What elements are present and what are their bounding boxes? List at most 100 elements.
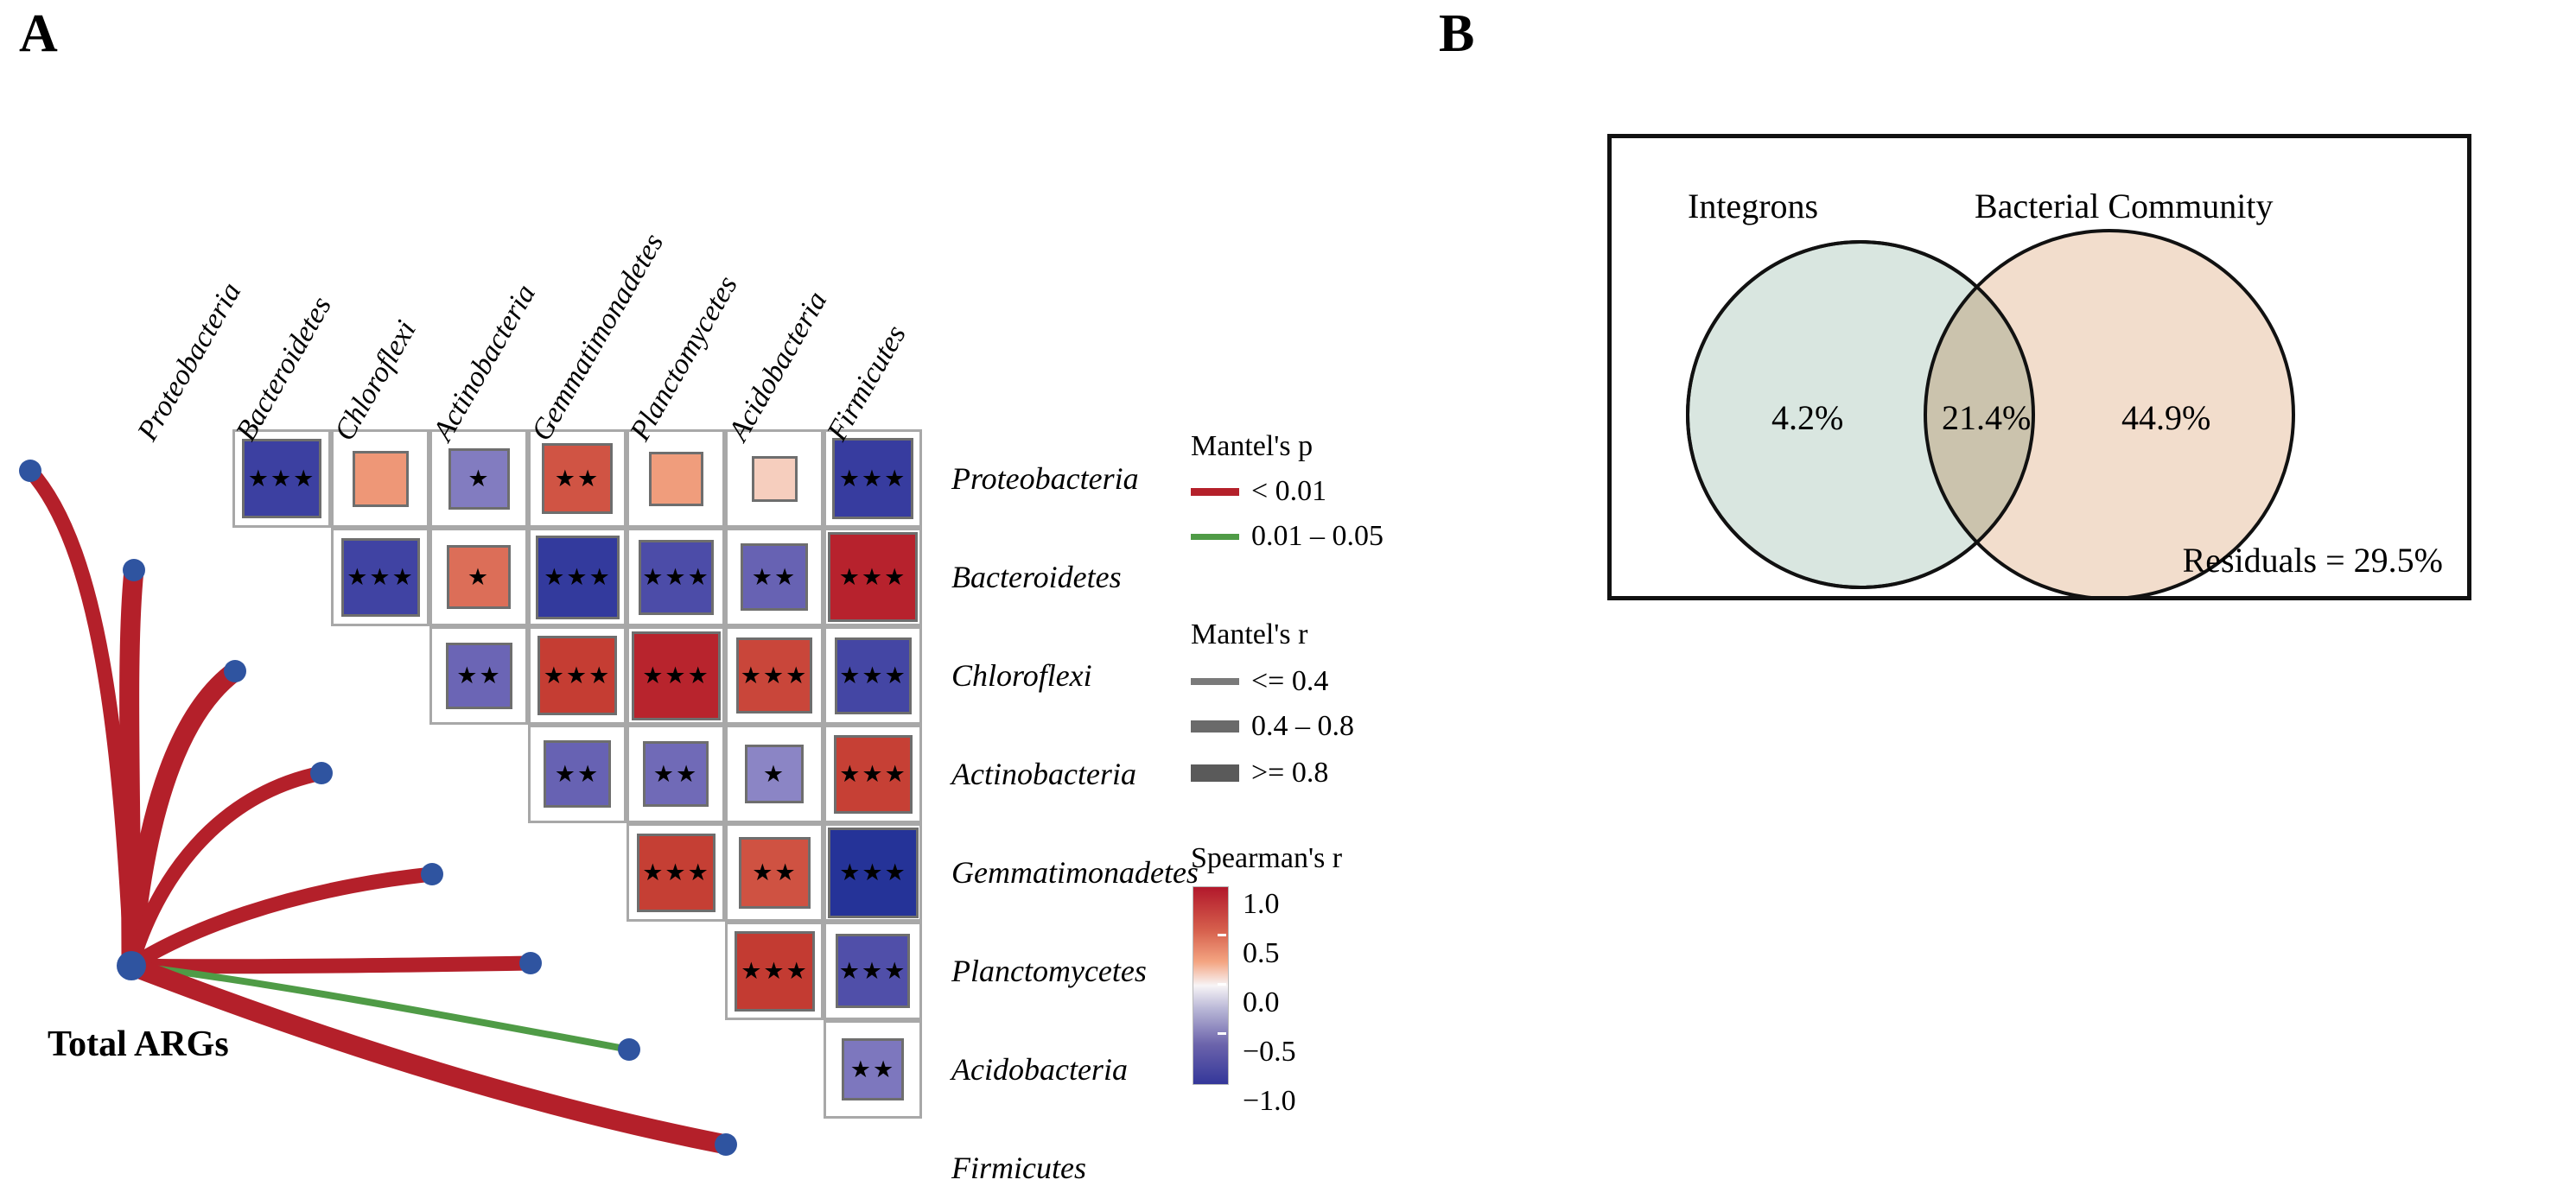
mantel-node-actinobacteria	[310, 762, 333, 784]
matrix-column-label: Proteobacteria	[131, 276, 248, 447]
mantel-node-planctomycetes	[519, 952, 542, 974]
matrix-cell-square: ★★★	[834, 735, 913, 814]
mantel-node-gemmatimonadetes	[421, 863, 443, 885]
colorbar-tick-mark-neg0.5	[1218, 1032, 1226, 1035]
significance-stars: ★★★	[544, 564, 612, 591]
matrix-cell: ★★	[627, 725, 725, 823]
matrix-row-label: Firmicutes	[951, 1151, 1086, 1185]
legend-mantel-r-label-2: >= 0.8	[1251, 757, 1329, 789]
matrix-cell-square: ★★	[544, 740, 611, 808]
legend-mantel-p-item-1: 0.01 – 0.05	[1191, 522, 1383, 551]
mantel-node-proteobacteria	[19, 460, 41, 482]
panel-a-mantel-correlation: A Total ARGs ★★★★★★★★★★★★★★★★★★★★★★★★★★★…	[19, 4, 1383, 1185]
panel-b-variation-partitioning: B Integrons Bacterial Community 4.2% 21.…	[1434, 0, 2576, 1179]
matrix-cell-square: ★★	[741, 543, 808, 611]
venn-circle-integrons-outline	[1686, 240, 2035, 589]
legend-line-swatch-thin	[1191, 678, 1239, 685]
colorbar-tick-label-3: −0.5	[1243, 1036, 1296, 1068]
mantel-link-actinobacteria	[124, 765, 329, 974]
matrix-column-label: Actinobacteria	[427, 279, 543, 447]
matrix-row-label: Planctomycetes	[951, 954, 1147, 988]
legend-mantel-r-item-1: 0.4 – 0.8	[1191, 712, 1354, 741]
matrix-column-label: Acidobacteria	[722, 286, 834, 447]
significance-stars: ★★★	[838, 957, 907, 985]
significance-stars: ★★	[456, 663, 502, 689]
legend-line-swatch-thick	[1191, 764, 1239, 782]
matrix-cell-square: ★★★	[735, 931, 815, 1012]
legend-mantel-p-label-0: < 0.01	[1251, 475, 1327, 507]
matrix-cell: ★★	[824, 1020, 922, 1119]
legend-mantel-r-title: Mantel's r	[1191, 618, 1308, 650]
matrix-cell-square	[353, 451, 409, 507]
venn-circles	[1686, 229, 2295, 596]
venn-value-right-only: 44.9%	[2121, 398, 2211, 437]
mantel-node-chloroflexi	[224, 660, 246, 682]
panel-a-letter: A	[19, 4, 58, 63]
venn-value-left-only: 4.2%	[1771, 398, 1844, 437]
matrix-cell-square: ★★★	[828, 532, 918, 622]
matrix-row-label: Proteobacteria	[951, 461, 1139, 496]
venn-label-integrons: Integrons	[1688, 187, 1819, 225]
mantel-network-links	[19, 460, 737, 1156]
legend-line-swatch-medium	[1191, 720, 1239, 733]
significance-stars: ★	[467, 466, 491, 492]
legend-mantel-p-item-0: < 0.01	[1191, 477, 1326, 506]
venn-circle-bacterial-community-fill	[1925, 231, 2293, 596]
mantel-node-total-args	[117, 951, 146, 980]
matrix-cell: ★★★	[627, 823, 725, 922]
matrix-cell: ★★	[528, 429, 627, 528]
colorbar-tick-label-0: 1.0	[1243, 888, 1280, 920]
matrix-cell-square: ★★	[739, 837, 811, 909]
significance-stars: ★★★	[740, 662, 809, 689]
legend-mantel-r-label-1: 0.4 – 0.8	[1251, 710, 1354, 742]
venn-value-intersection: 21.4%	[1942, 398, 2032, 437]
matrix-cell-square: ★★★	[537, 636, 617, 715]
mantel-node-firmicutes	[715, 1133, 737, 1156]
colorbar-tick-mark-0.0	[1218, 983, 1226, 986]
matrix-cell-square: ★	[745, 745, 804, 803]
matrix-cell-square: ★★	[842, 1038, 904, 1100]
total-args-label: Total ARGs	[48, 1024, 229, 1064]
matrix-row-label: Actinobacteria	[951, 757, 1136, 791]
matrix-column-label: Planctomycetes	[624, 270, 744, 447]
matrix-cell: ★★	[725, 528, 824, 626]
mantel-link-gemmatimonadetes	[124, 866, 440, 974]
matrix-cell: ★★★	[824, 922, 922, 1020]
significance-stars: ★★★	[642, 859, 710, 886]
matrix-cell-square	[649, 452, 703, 506]
legend-mantel-p-title: Mantel's p	[1191, 430, 1313, 462]
significance-stars: ★	[467, 563, 491, 591]
significance-stars: ★★	[554, 465, 601, 492]
colorbar-tick-label-2: 0.0	[1243, 986, 1280, 1018]
matrix-cell-square: ★★★	[637, 834, 716, 912]
matrix-cell: ★★	[429, 626, 528, 725]
legend-spearman-title: Spearman's r	[1191, 842, 1343, 874]
matrix-row-label: Chloroflexi	[951, 658, 1092, 693]
matrix-cell-square: ★	[448, 448, 510, 510]
significance-stars: ★★★	[838, 563, 907, 591]
panel-b-letter: B	[1439, 4, 1475, 63]
matrix-cell: ★★★	[627, 528, 725, 626]
matrix-column-label: Firmicutes	[821, 320, 913, 447]
significance-stars: ★★	[752, 859, 798, 886]
matrix-cell-square: ★★★	[835, 637, 912, 714]
matrix-cell: ★★★	[824, 626, 922, 725]
matrix-cell: ★	[725, 725, 824, 823]
mantel-link-planctomycetes	[124, 955, 538, 974]
significance-stars: ★	[762, 760, 786, 788]
colorbar-tick-label-4: −1.0	[1243, 1085, 1296, 1117]
significance-stars: ★★	[652, 760, 699, 788]
mantel-link-acidobacteria	[128, 962, 633, 1053]
matrix-cell: ★★★	[824, 725, 922, 823]
colorbar-tick-label-1: 0.5	[1243, 937, 1280, 969]
matrix-cell: ★★★	[627, 626, 725, 725]
matrix-cell: ★★★	[824, 823, 922, 922]
correlation-matrix: ★★★★★★★★★★★★★★★★★★★★★★★★★★★★★★★★★★★★★★★★…	[131, 228, 1199, 1185]
significance-stars: ★★★	[839, 663, 907, 689]
significance-stars: ★★★	[347, 564, 415, 591]
matrix-cell-square: ★	[447, 545, 511, 609]
significance-stars: ★★★	[247, 465, 316, 492]
venn-circle-bacterial-community-outline	[1924, 229, 2295, 596]
matrix-cell: ★★★	[725, 922, 824, 1020]
matrix-cell: ★★	[528, 725, 627, 823]
